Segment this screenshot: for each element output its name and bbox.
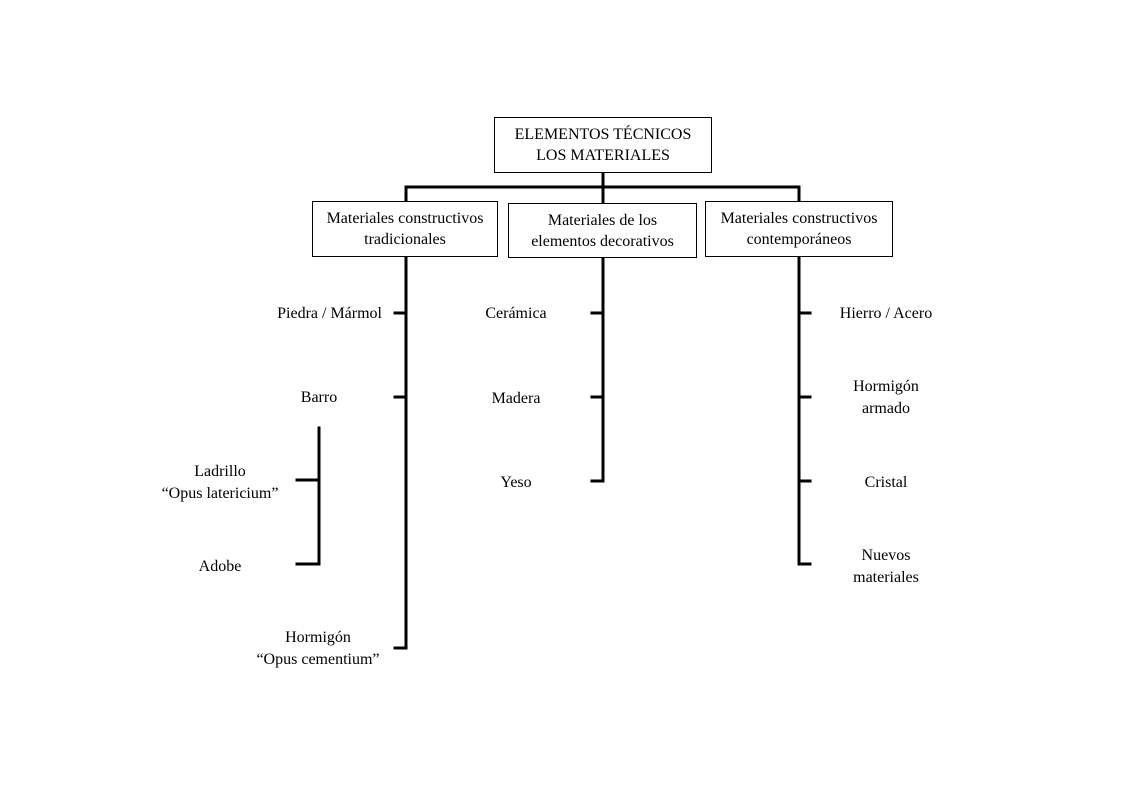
category-decorativos: Materiales de los elementos decorativos (508, 203, 697, 258)
item-ceramica: Cerámica (485, 305, 547, 322)
category-contemporaneos: Materiales constructivos contemporáneos (705, 201, 893, 257)
item-yeso: Yeso (500, 474, 532, 491)
subitem-ladrillo: Ladrillo “Opus latericium” (161, 463, 279, 502)
item-madera: Madera (491, 390, 541, 407)
category-tradicionales: Materiales constructivos tradicionales (312, 201, 498, 257)
subitem-adobe: Adobe (198, 558, 242, 575)
item-cristal: Cristal (864, 474, 908, 491)
item-hormigon-opus: Hormigón “Opus cementium” (256, 629, 380, 668)
item-hormigon-armado: Hormigón armado (853, 378, 919, 417)
item-hierro-acero: Hierro / Acero (839, 305, 933, 322)
root-box: ELEMENTOS TÉCNICOS LOS MATERIALES (494, 117, 712, 173)
item-barro: Barro (300, 389, 338, 406)
item-piedra-marmol: Piedra / Mármol (277, 305, 382, 322)
item-nuevos-materiales: Nuevos materiales (853, 547, 919, 586)
